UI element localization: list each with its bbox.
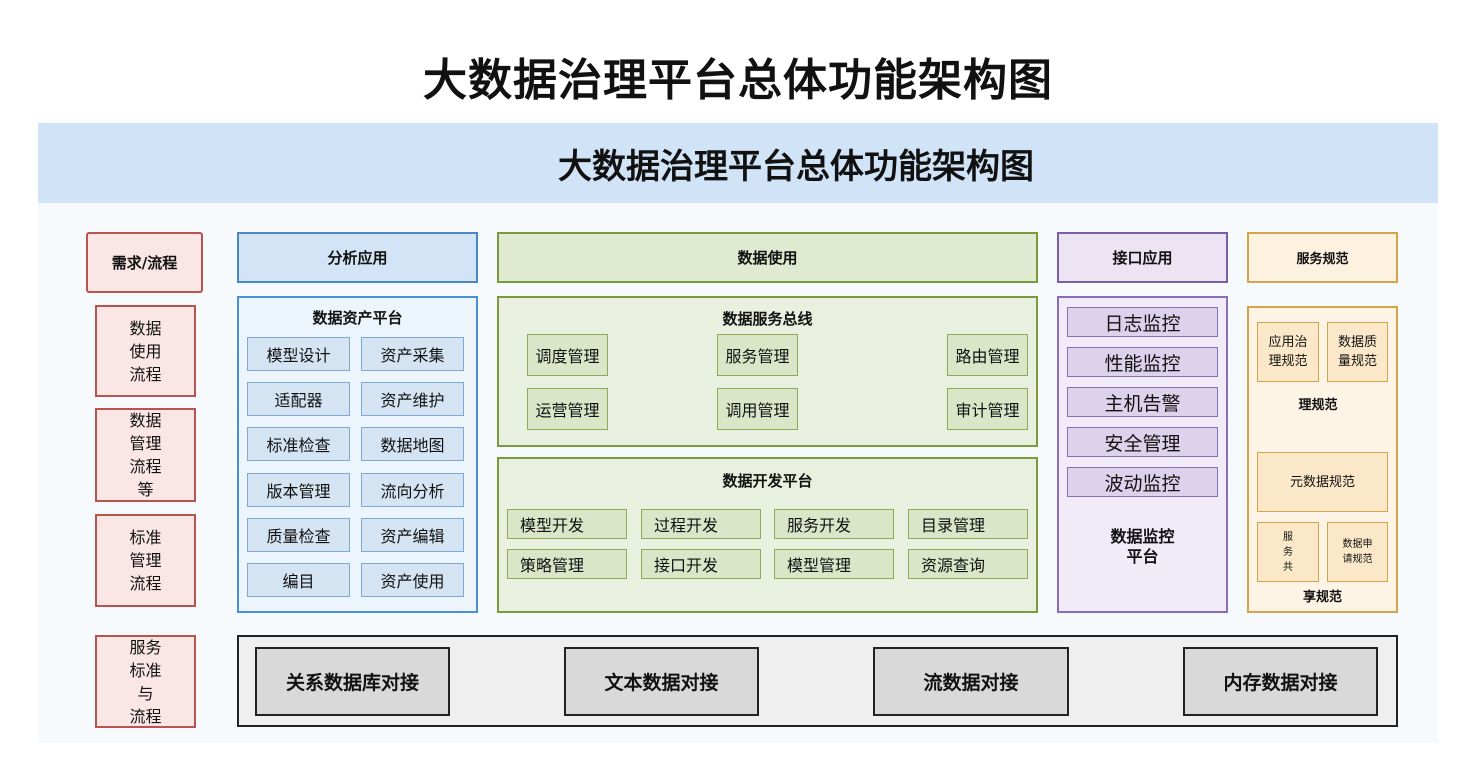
asset-maintain-cell: 资产维护 — [361, 382, 464, 416]
title-banner — [38, 123, 1438, 203]
audit-manage-cell: 审计管理 — [947, 388, 1028, 430]
share-spec-label: 享规范 — [1302, 589, 1342, 605]
analysis-app-header: 分析应用 — [237, 232, 478, 283]
interface-app-header: 接口应用 — [1057, 232, 1228, 283]
data-use-flow-box: 数据 使用 流程 — [95, 305, 196, 397]
asset-use-cell: 资产使用 — [361, 563, 464, 597]
catalog-cell: 编目 — [247, 563, 350, 597]
relational-db-connector: 关系数据库对接 — [255, 647, 450, 716]
quality-check-cell: 质量检查 — [247, 518, 350, 552]
flow-analysis-cell: 流向分析 — [361, 473, 464, 507]
model-dev-cell: 模型开发 — [507, 509, 627, 539]
service-dev-cell: 服务开发 — [774, 509, 894, 539]
monitor-platform-title: 数据监控 平台 — [1110, 527, 1175, 566]
performance-monitor-cell: 性能监控 — [1067, 347, 1218, 377]
catalog-manage-cell: 目录管理 — [908, 509, 1028, 539]
requirements-header: 需求/流程 — [86, 232, 203, 293]
service-standard-flow-box: 服务 标准 与 流程 — [95, 635, 196, 728]
adapter-cell: 适配器 — [247, 382, 350, 416]
stream-data-connector: 流数据对接 — [873, 647, 1069, 716]
version-manage-cell: 版本管理 — [247, 473, 350, 507]
model-design-cell: 模型设计 — [247, 337, 350, 371]
data-quality-spec-cell: 数据质 量规范 — [1327, 322, 1388, 382]
metadata-spec-cell: 元数据规范 — [1257, 452, 1388, 512]
asset-platform-title: 数据资产平台 — [312, 308, 403, 327]
text-data-connector: 文本数据对接 — [564, 647, 759, 716]
service-spec-header: 服务规范 — [1247, 232, 1398, 283]
governance-spec-label: 理规范 — [1298, 397, 1338, 413]
process-dev-cell: 过程开发 — [641, 509, 761, 539]
resource-query-cell: 资源查询 — [908, 549, 1028, 579]
invoke-manage-cell: 调用管理 — [717, 388, 798, 430]
service-manage-cell: 服务管理 — [717, 334, 798, 376]
asset-edit-cell: 资产编辑 — [361, 518, 464, 552]
route-manage-cell: 路由管理 — [947, 334, 1028, 376]
strategy-manage-cell: 策略管理 — [507, 549, 627, 579]
data-use-header: 数据使用 — [497, 232, 1038, 283]
operation-manage-cell: 运营管理 — [527, 388, 608, 430]
memory-data-connector: 内存数据对接 — [1183, 647, 1378, 716]
standard-check-cell: 标准检查 — [247, 427, 350, 461]
data-map-cell: 数据地图 — [361, 427, 464, 461]
app-governance-spec-cell: 应用治 理规范 — [1257, 322, 1319, 382]
fluctuation-monitor-cell: 波动监控 — [1067, 467, 1218, 497]
schedule-manage-cell: 调度管理 — [527, 334, 608, 376]
log-monitor-cell: 日志监控 — [1067, 307, 1218, 337]
service-bus-title: 数据服务总线 — [722, 309, 813, 328]
banner-title: 大数据治理平台总体功能架构图 — [558, 146, 1034, 187]
dev-platform-title: 数据开发平台 — [722, 471, 813, 490]
security-manage-cell: 安全管理 — [1067, 427, 1218, 457]
data-manage-flow-box: 数据 管理 流程 等 — [95, 408, 196, 502]
host-alarm-cell: 主机告警 — [1067, 387, 1218, 417]
asset-collect-cell: 资产采集 — [361, 337, 464, 371]
standard-manage-flow-box: 标准 管理 流程 — [95, 514, 196, 607]
model-manage-cell: 模型管理 — [774, 549, 894, 579]
interface-dev-cell: 接口开发 — [641, 549, 761, 579]
service-share-cell: 服 务 共 — [1257, 522, 1319, 582]
page-title: 大数据治理平台总体功能架构图 — [423, 55, 1053, 106]
data-apply-spec-cell: 数据申 请规范 — [1327, 522, 1388, 582]
